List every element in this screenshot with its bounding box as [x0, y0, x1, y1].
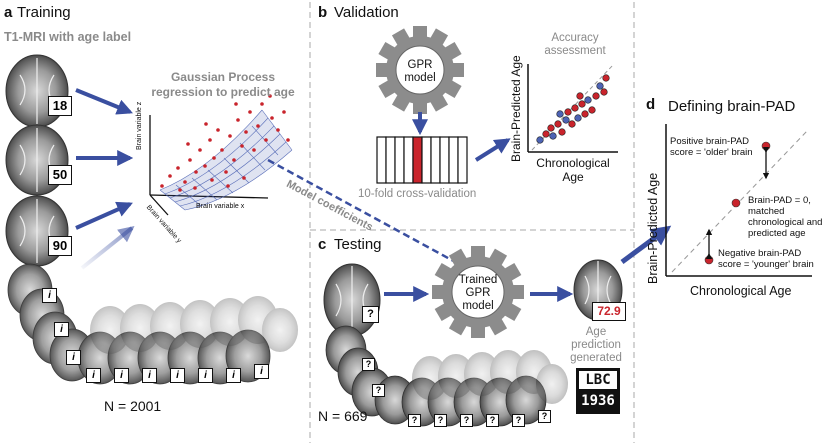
accuracy-xlabel: Chronological Age [528, 156, 618, 184]
gpr-gear-line2: model [404, 72, 436, 84]
panel-d-letter: d [646, 96, 656, 113]
prediction-label-line1: Age prediction [571, 326, 621, 351]
unknown-age-label: i [66, 350, 81, 365]
positive-pad-label: Positive brain-PAD score = 'older' brain [670, 136, 753, 158]
arrow-brain-90 [75, 201, 133, 230]
age-label-18: 18 [48, 96, 72, 116]
unknown-age-label: i [86, 368, 101, 383]
unknown-age-label: ? [372, 384, 385, 397]
axis-z-label: Brain variable z [136, 101, 143, 150]
training-subtitle: T1-MRI with age label [4, 30, 132, 44]
panel-c-letter: c [318, 236, 327, 253]
unknown-age-label: i [114, 368, 129, 383]
training-n-label: N = 2001 [104, 398, 162, 414]
unknown-age-label: i [198, 368, 213, 383]
lbc-logo-line1: LBC [579, 371, 617, 389]
gpr-title: Gaussian Process regression to predict a… [148, 70, 298, 100]
cv-folds [376, 136, 468, 184]
panel-a-letter: a [4, 4, 13, 21]
zero-pad-line3: chronological and [748, 217, 823, 228]
arrow-brain-18 [75, 88, 133, 115]
zero-pad-label: Brain-PAD = 0, matched chronological and… [748, 195, 822, 239]
brain-cascade-a [7, 263, 298, 385]
unknown-age-label: ? [538, 410, 551, 423]
prediction-to-pad-arrow [620, 225, 672, 265]
prediction-label: Age prediction generated [560, 326, 632, 365]
panel-d-title: Defining brain-PAD [668, 98, 796, 115]
panel-b-letter: b [318, 4, 328, 21]
brain-18 [5, 54, 69, 128]
positive-pad-line1: Positive brain-PAD [670, 136, 750, 147]
axis-x-label: Brain variable x [196, 203, 245, 210]
gpr-gear-label: GPR model [395, 59, 445, 85]
unknown-age-label: ? [434, 414, 447, 427]
panel-c-title: Testing [334, 236, 382, 253]
unknown-age-label: i [142, 368, 157, 383]
accuracy-xlabel-line1: Chronological [536, 156, 610, 170]
panel-a-title: Training [17, 4, 71, 21]
unknown-age-label: i [42, 288, 57, 303]
zero-pad-line2: matched [748, 206, 785, 217]
zero-pad-line1: Brain-PAD = 0, [748, 195, 811, 206]
model-coefficients-arrow [267, 158, 472, 272]
lbc-logo-line2: 1936 [581, 393, 615, 409]
gpr-gear-line1: GPR [407, 59, 433, 71]
negative-pad-label: Negative brain-PAD score = 'younger' bra… [718, 248, 814, 270]
zero-pad-point [731, 198, 741, 208]
unknown-age-label: i [254, 364, 269, 379]
unknown-age-label: i [54, 322, 69, 337]
positive-pad-line2: score = 'older' brain [670, 147, 753, 158]
trained-gear-line3: model [462, 300, 494, 312]
accuracy-label: Accuracy assessment [530, 32, 620, 58]
arrow-brain-faded [80, 226, 135, 270]
unknown-age-label: ? [486, 414, 499, 427]
pad-xlabel: Chronological Age [690, 284, 792, 298]
gpr-gear [376, 26, 464, 114]
gpr-title-line1: Gaussian Process [170, 70, 276, 84]
unknown-age-label: ? [460, 414, 473, 427]
trained-gear-line1: Trained [458, 274, 498, 286]
unknown-age-label: i [226, 368, 241, 383]
testing-n-label: N = 669 [318, 408, 368, 424]
cv-to-accuracy-arrow [474, 138, 511, 162]
unknown-age-label: ? [512, 414, 525, 427]
negative-pad-line1: Negative brain-PAD [718, 248, 802, 259]
trained-gpr-gear [432, 246, 524, 338]
positive-pad-point [761, 141, 771, 151]
accuracy-label-line2: assessment [544, 45, 606, 57]
unknown-age-label: i [170, 368, 185, 383]
unknown-age-label: ? [408, 414, 421, 427]
panel-b-title: Validation [334, 4, 399, 21]
brain-pad-plot [665, 124, 812, 277]
accuracy-label-line1: Accuracy [551, 32, 599, 44]
accuracy-plot [527, 63, 618, 153]
accuracy-ylabel: Brain-Predicted Age [509, 55, 523, 162]
predicted-age-value: 72.9 [592, 302, 626, 321]
testing-brain-stack [323, 263, 568, 427]
gp-regression-plot [149, 94, 293, 216]
trained-gear-line2: GPR [465, 287, 491, 299]
gpr-title-line2: regression to predict age [151, 85, 295, 99]
negative-pad-line2: score = 'younger' brain [718, 259, 814, 270]
zero-pad-line4: predicted age [748, 228, 806, 239]
lbc-logo: LBC 1936 [576, 368, 620, 414]
pad-ylabel: Brain-Predicted Age [646, 172, 660, 284]
cv-label: 10-fold cross-validation [358, 188, 477, 200]
accuracy-xlabel-line2: Age [562, 170, 584, 184]
unknown-age-label: ? [362, 306, 379, 323]
prediction-label-line2: generated [570, 352, 622, 364]
panel-dividers [309, 2, 635, 443]
age-label-90: 90 [48, 236, 72, 256]
negative-pad-point [704, 255, 714, 265]
training-arrows [75, 88, 135, 270]
trained-gear-label: Trained GPR model [448, 274, 508, 313]
age-label-50: 50 [48, 165, 72, 185]
unknown-age-label: ? [362, 358, 375, 371]
training-brain-stack [5, 54, 298, 385]
